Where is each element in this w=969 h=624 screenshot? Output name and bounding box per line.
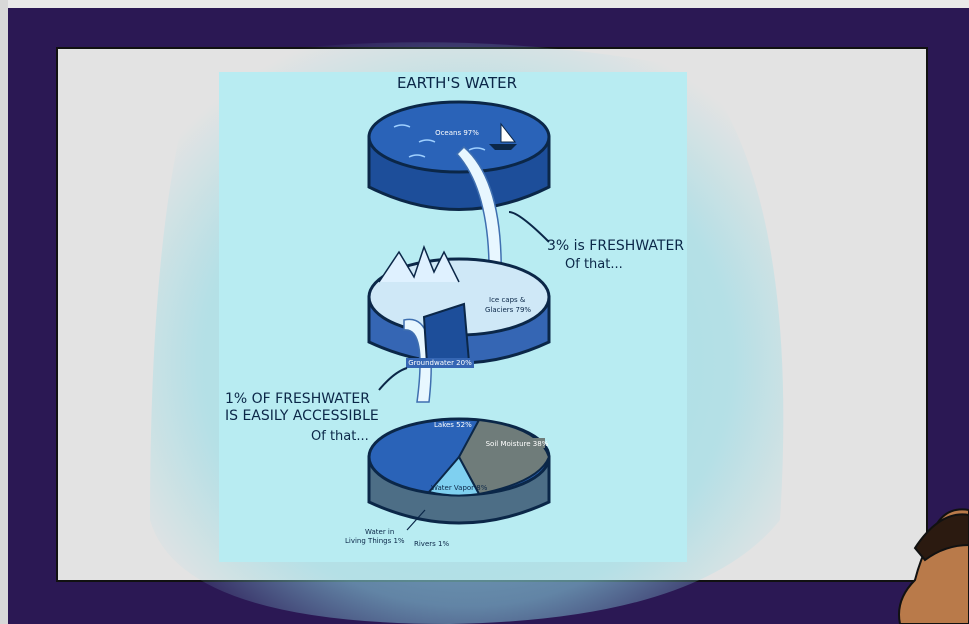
- rivers-label: Rivers 1%: [414, 540, 449, 548]
- groundwater-label: Groundwater 20%: [408, 359, 472, 367]
- wall-left-edge: [0, 0, 8, 624]
- ice-label-1: Ice caps &: [489, 296, 526, 304]
- vapor-label: Water Vapor 8%: [431, 484, 488, 492]
- accessible-line-1: 1% OF FRESHWATER: [225, 391, 370, 407]
- accessible-water-disc: [367, 417, 551, 525]
- lakes-label: Lakes 52%: [434, 421, 472, 429]
- living-label-1: Water in: [365, 528, 394, 536]
- sailboat-icon: [489, 122, 517, 150]
- accessible-arrow-icon: [378, 367, 408, 391]
- soil-label: Soil Moisture 38%: [486, 440, 549, 448]
- wall-top-edge: [0, 0, 969, 8]
- living-pointer-icon: [406, 509, 426, 531]
- water-distribution-diagram: EARTH'S WATER Oceans 97% 3% is FRESHWATE…: [225, 74, 684, 548]
- ice-waterfall: [403, 318, 432, 403]
- oceans-label-box: [432, 127, 482, 138]
- poster-title: EARTH'S WATER: [397, 74, 517, 92]
- living-label-2: Living Things 1%: [345, 537, 405, 545]
- groundwater-label-box: [406, 358, 474, 368]
- earths-water-poster: EARTH'S WATER Oceans 97% 3% is FRESHWATE…: [219, 72, 687, 562]
- freshwater-of-that: Of that...: [565, 257, 623, 272]
- oceans-label: Oceans 97%: [435, 129, 479, 137]
- freshwater-arrow-icon: [508, 211, 550, 243]
- accessible-of-that: Of that...: [311, 429, 369, 444]
- soil-label-box: [489, 438, 545, 448]
- accessible-line-2: IS EASILY ACCESSIBLE: [225, 408, 379, 424]
- ice-label-2: Glaciers 79%: [485, 306, 531, 314]
- freshwater-text: 3% is FRESHWATER: [547, 238, 684, 254]
